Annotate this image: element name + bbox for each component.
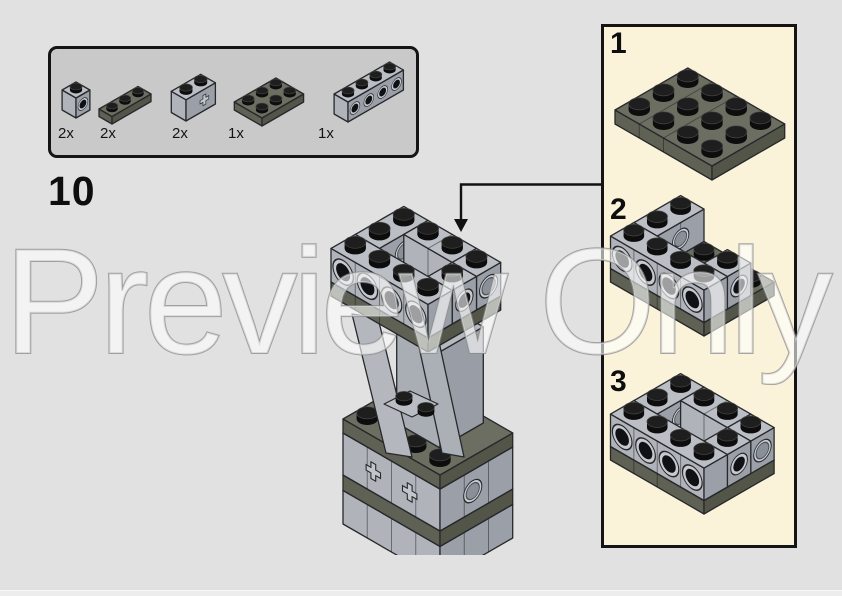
part-count-label: 2x — [58, 125, 74, 142]
model-top-assembly — [330, 205, 502, 353]
step-1-illustration — [614, 67, 786, 181]
part-count-label: 2x — [100, 125, 116, 142]
main-model-illustration — [330, 205, 514, 555]
callout-step-2-label: 2 — [610, 193, 627, 226]
callout-arrow — [454, 183, 601, 232]
step-number: 10 — [48, 168, 96, 214]
part-count-label: 1x — [228, 125, 244, 142]
part-plate-1x3 — [98, 85, 152, 125]
step-2-illustration — [609, 194, 775, 337]
part-count-label: 2x — [172, 125, 188, 142]
watermark-text: Preview Only — [4, 217, 833, 385]
part-count-label: 1x — [318, 125, 334, 142]
part-brick-1x2-axle — [170, 73, 217, 122]
callout-step-3-label: 3 — [610, 365, 627, 398]
page-bottom-edge — [0, 590, 842, 596]
part-brick-1x4-holes — [333, 61, 405, 123]
callout-step-1-label: 1 — [610, 27, 627, 60]
part-plate-2x3 — [233, 77, 305, 127]
parts-thumbnails — [61, 61, 405, 127]
part-brick-1x1-hole — [61, 81, 91, 119]
step-3-illustration — [609, 372, 775, 515]
